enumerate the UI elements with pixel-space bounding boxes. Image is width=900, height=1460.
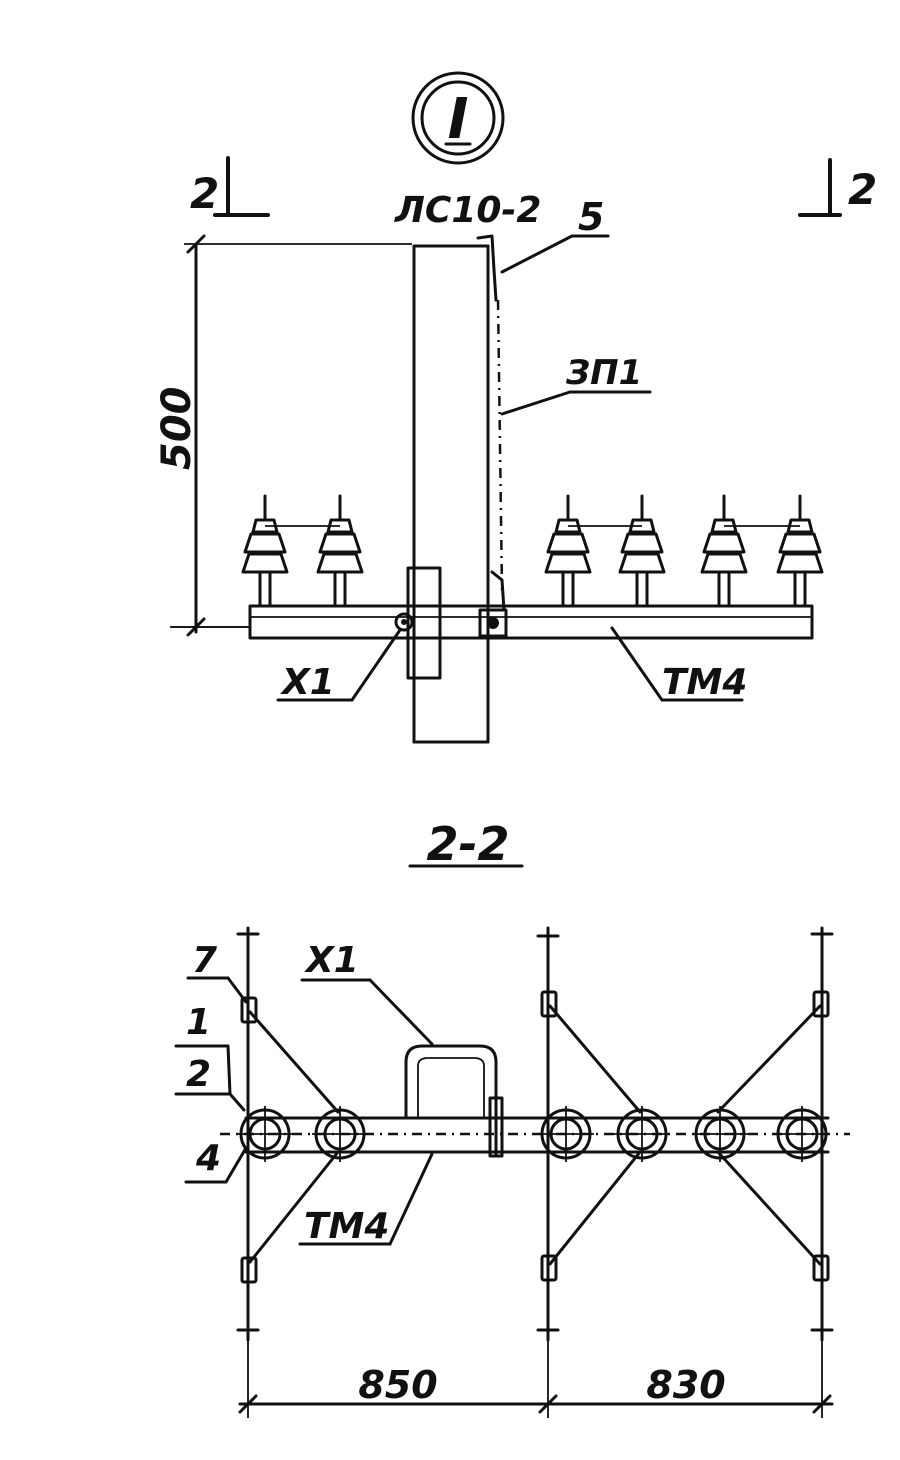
insulator-section-3 [538,1106,594,1162]
callout-tm4-section: ТМ4 [298,1152,434,1247]
callout-7-leader [226,976,248,1004]
callout-4-text: 4 [195,1138,221,1179]
dimension-left-text: 850 [358,1363,437,1407]
insulator-top-4 [618,494,666,608]
insulator-top-6 [776,494,824,608]
clamp-middle-bottom [540,1254,558,1282]
callout-5-text: 5 [578,195,604,239]
insulator-section-5 [692,1106,748,1162]
clamp-bolt-right [487,617,499,629]
dimension-bottom-tick-left [238,1394,258,1414]
callout-2-text: 2 [186,1054,211,1095]
callout-tm4-top-text: ТМ4 [662,662,747,703]
callout-1: 1 [174,1002,230,1048]
clamp-right-bottom [812,1254,830,1282]
brace-mid-lower-b [716,1150,822,1266]
insulator-top-5 [700,494,748,608]
section-title-text: 2-2 [426,817,509,871]
insulator-section-6 [774,1106,830,1162]
callout-5: 5 [500,195,610,274]
brace-mid-lower-a [548,1150,642,1266]
callout-tm4-section-leader [388,1152,434,1246]
brace-left-lower [248,1150,340,1264]
dimension-height-text: 500 [154,387,200,471]
cross-arm [170,566,814,680]
brace-mid-upper-a [548,1004,642,1114]
callout-zp1-leader [500,390,572,416]
dimension-bottom-tick-right [812,1394,832,1414]
insulator-section-1 [237,1106,293,1162]
callout-x1-top: Х1 [276,628,402,703]
callout-12-joiner [226,1044,232,1096]
callout-x1-section: Х1 [300,940,434,1046]
insulators-top-row [241,494,824,608]
ubolt-x1-inner [417,1057,485,1118]
insulators-section-row [237,1106,830,1162]
cross-arm-body [248,604,814,640]
callout-4-leader [224,1146,248,1184]
callout-7-text: 7 [192,940,217,981]
callout-4: 4 [184,1138,248,1184]
section-mark-left-text: 2 [190,169,219,218]
dimension-bottom: 850 830 [238,1340,834,1418]
clamp-right-top [812,990,830,1018]
clamp-bolt-left [394,612,414,632]
brace-mid-upper-b [716,1004,822,1114]
insulator-top-1 [241,494,289,608]
dimension-right-text: 830 [646,1363,725,1407]
insulator-section-4 [614,1106,670,1162]
ground-bracket-bottom [490,570,506,612]
callout-zp1: ЗП1 [500,353,652,416]
clamp-7-left-top [240,996,258,1024]
wire-clamps [240,990,830,1284]
callout-x1-section-leader [368,978,434,1046]
section-mark-right: 2 [798,158,877,217]
section-title: 2-2 [408,817,524,871]
callout-2-leader [228,1092,246,1112]
insulator-top-2 [316,494,364,608]
insulator-top-3 [544,494,592,608]
ground-wire-line [496,299,504,591]
clamp-x1-plate [406,566,442,680]
callout-tm4-top-leader [610,626,664,702]
dimension-bottom-tick-middle [538,1394,558,1414]
detail-marker-text: I [448,87,469,152]
detail-marker-outer-circle [411,71,505,165]
callout-x1-top-text: Х1 [280,662,335,703]
pole [412,244,490,744]
clamp-bolt-left-center [401,619,407,625]
dimension-height: 500 [154,234,412,637]
callout-x1-section-text: Х1 [304,940,359,981]
ubolt-x1-outer [404,1044,498,1156]
dimension-height-tick-top [186,234,206,254]
callout-zp1-text: ЗП1 [565,353,642,393]
detail-marker: I [411,71,505,165]
callout-tm4-section-text: ТМ4 [304,1206,389,1247]
callout-1-text: 1 [186,1002,211,1043]
callout-x1-top-leader [350,628,402,702]
bracing-lines [248,1004,822,1266]
callout-5-leader [500,234,574,274]
section-mark-left: 2 [190,156,270,218]
support-label: ЛС10-2 [394,190,541,231]
callout-7: 7 [186,940,248,1004]
ground-wire [476,234,506,612]
ground-bracket-top [476,234,498,302]
brace-left-upper [248,1010,340,1114]
cross-arm-section [220,1044,850,1158]
section-mark-right-text: 2 [848,165,877,214]
clamp-bolt-right-box [478,608,508,638]
clamp-left-bottom [240,1256,258,1284]
ubolt-x1-nut [488,1096,504,1158]
insulator-section-2 [312,1106,368,1162]
callout-tm4-top: ТМ4 [610,626,747,703]
clamp-middle-top [540,990,558,1018]
callout-2: 2 [174,1044,246,1112]
detail-marker-inner-circle [420,80,496,156]
